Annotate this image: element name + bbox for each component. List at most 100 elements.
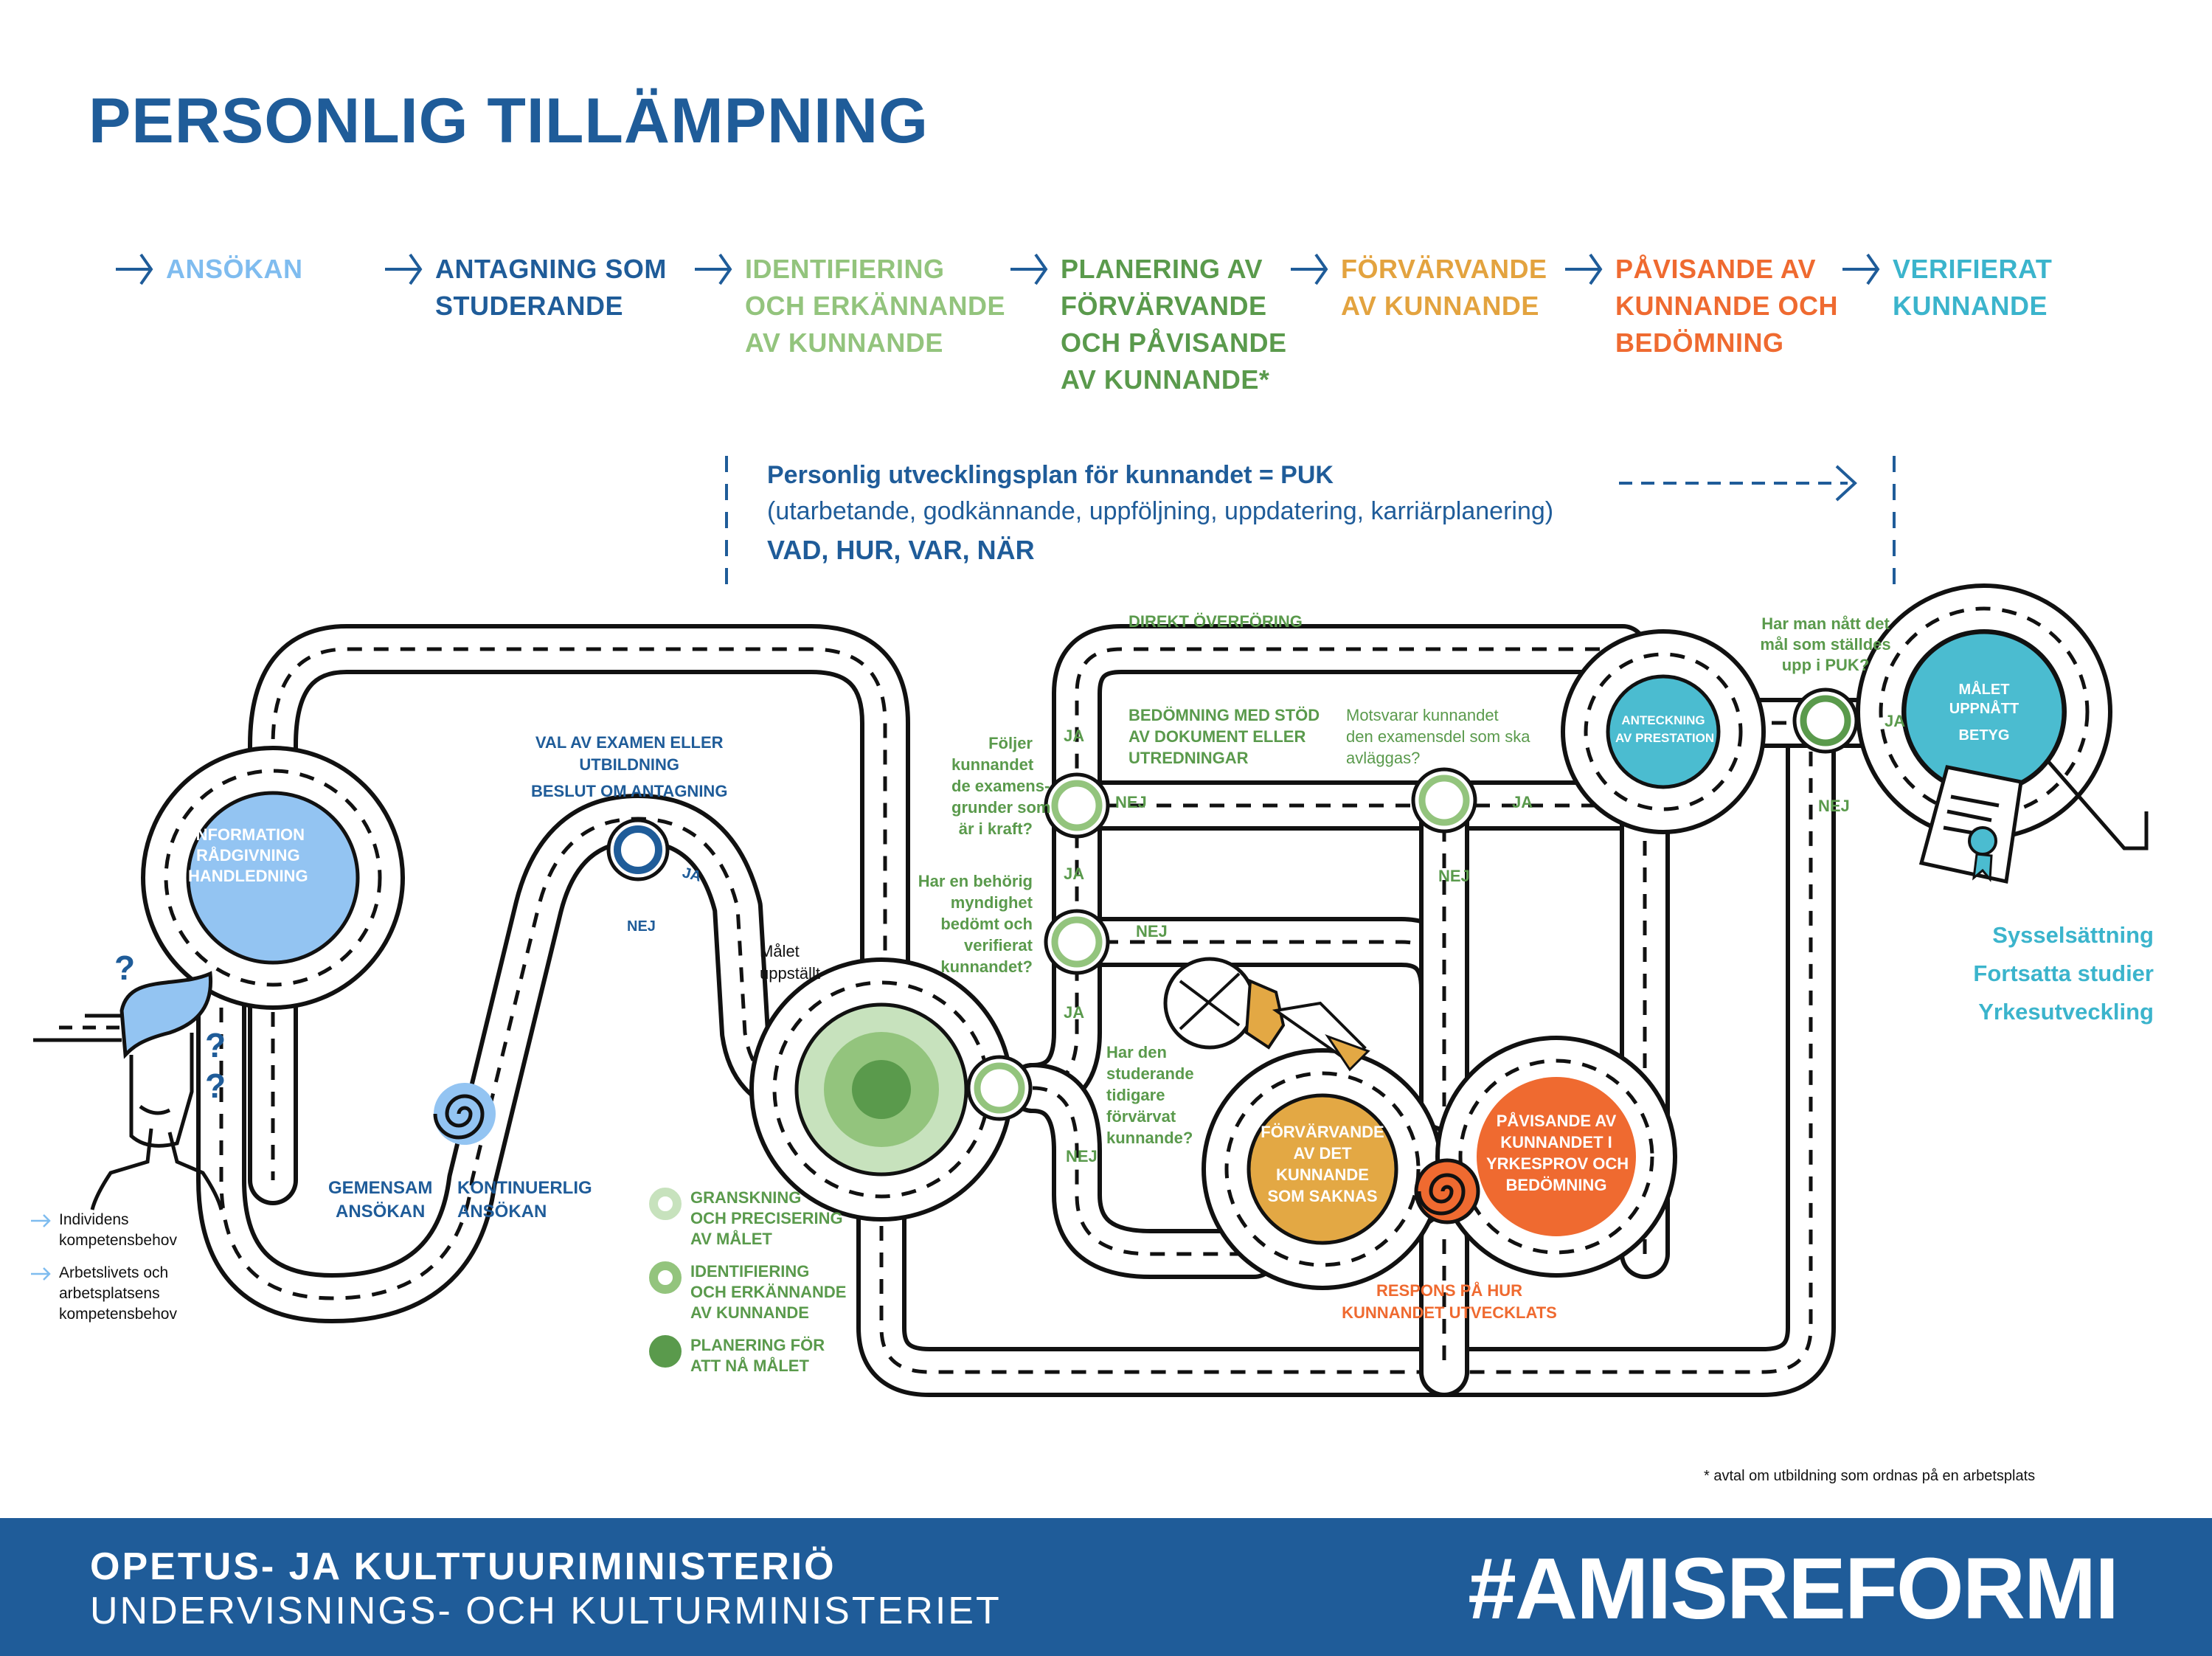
nej-label: NEJ [627, 918, 656, 935]
certificate-icon [1918, 765, 2023, 884]
ministry-fi: OPETUS- JA KULTTUURIMINISTERIÖ [90, 1545, 836, 1588]
arrow-right-icon [31, 1214, 51, 1227]
nej-label: NEJ [1066, 1147, 1098, 1165]
ministry-sv: UNDERVISNINGS- OCH KULTURMINISTERIET [90, 1590, 1002, 1632]
step-label-line: KUNNANDE OCH [1615, 291, 1838, 321]
road-segment [219, 817, 797, 1300]
question-mark-1: ? [114, 949, 136, 987]
decision-node-foljer[interactable] [1044, 772, 1110, 839]
puk-frame [725, 456, 1896, 590]
ja-label: JA [1064, 1003, 1085, 1022]
road-segment [1032, 647, 1623, 1090]
legend-ring-icon [649, 1188, 682, 1220]
roundabout-ring [1224, 1071, 1421, 1267]
nej-label: NEJ [1115, 793, 1147, 811]
road-segment [271, 647, 887, 1084]
step-label-line: IDENTIFIERING [745, 254, 945, 284]
step-label-line: PÅVISANDE AV [1615, 254, 1817, 284]
step-label-line: BEDÖMNING [1615, 328, 1784, 358]
outcomes-list: Sysselsättning Fortsatta studier Yrkesut… [1888, 916, 2154, 1031]
puzzle-icon [1163, 957, 1370, 1072]
road-segment [879, 738, 1813, 1374]
exit-arrow-icon [2045, 758, 2149, 850]
process-step: VERIFIERAT KUNNANDE [1842, 251, 2053, 325]
step-label-line: OCH PÅVISANDE [1061, 328, 1287, 358]
nej-label: NEJ [1438, 867, 1470, 885]
footer-bar: OPETUS- JA KULTTUURIMINISTERIÖ UNDERVISN… [0, 1518, 2212, 1656]
direct-transfer-label: DIREKT ÖVERFÖRING [1128, 612, 1303, 631]
acquisition-node[interactable] [1247, 1093, 1398, 1245]
outcome-employment: Sysselsättning [1992, 922, 2154, 948]
person-icon [33, 971, 223, 1210]
nodes-layer [33, 630, 2149, 1245]
puk-questions: VAD, HUR, VAR, NÄR [767, 535, 1035, 565]
puk-heading: Personlig utvecklingsplan för kunnandet … [767, 461, 1334, 489]
arrow-right-icon [1291, 253, 1328, 285]
demonstration-node[interactable] [1477, 1077, 1636, 1236]
puk-subtitle: (utarbetande, godkännande, uppföljning, … [767, 497, 1554, 525]
decision-node-puk-goal[interactable] [1792, 687, 1859, 754]
step-label-line: AV KUNNANDE [1341, 291, 1539, 321]
ja-label: JA [1064, 865, 1085, 883]
page-title: PERSONLIG TILLÄMPNING [89, 86, 929, 156]
roundabout-ring [164, 769, 382, 987]
step-label-line: PLANERING AV [1061, 254, 1263, 284]
anteckning-node[interactable] [1606, 674, 1721, 789]
footnote: * avtal om utbildning som ordnas på en a… [1704, 1468, 2036, 1484]
decision-node-behorig[interactable] [1044, 909, 1110, 975]
decision-node-tidigare[interactable] [966, 1055, 1033, 1121]
ja-label: JA [1885, 712, 1906, 730]
step-label-line: ANTAGNING SOM [435, 254, 667, 284]
ja-label: JA [1512, 793, 1533, 811]
step-label-line: STUDERANDE [435, 291, 624, 321]
goal-target-node[interactable] [794, 1002, 968, 1177]
arrow-right-icon [385, 253, 423, 285]
step-label-line: VERIFIERAT [1893, 254, 2053, 284]
spiral-blue-icon [433, 1083, 496, 1145]
process-step: FÖRVÄRVANDE AV KUNNANDE [1291, 251, 1547, 325]
nej-label: NEJ [1136, 922, 1168, 940]
arrow-right-icon [1842, 253, 1880, 285]
hashtag: #AMISREFORMI [1468, 1540, 2119, 1638]
step-label-line: KUNNANDE [1893, 291, 2048, 321]
legend-ring-icon [649, 1261, 682, 1294]
decision-node-motsvarar[interactable] [1411, 767, 1477, 834]
step-label-line: AV KUNNANDE* [1061, 364, 1270, 395]
ja-label: JA [1064, 727, 1085, 745]
step-label-line: OCH ERKÄNNANDE [745, 291, 1006, 321]
step-label-line: FÖRVÄRVANDE [1061, 291, 1267, 321]
spiral-orange-icon [1414, 1158, 1480, 1224]
roundabout-ring [1584, 652, 1743, 811]
process-step: ANTAGNING SOM STUDERANDE [385, 251, 667, 325]
process-step: ANSÖKAN [116, 251, 303, 288]
puk-box: Personlig utvecklingsplan för kunnandet … [767, 461, 1553, 566]
road-segment [1032, 1086, 1254, 1256]
info-node[interactable] [186, 791, 360, 965]
roundabout-ring [1458, 1059, 1654, 1255]
legend-dot-icon [649, 1335, 682, 1368]
nej-label: NEJ [1818, 797, 1850, 815]
step-label-line: FÖRVÄRVANDE [1341, 254, 1547, 284]
